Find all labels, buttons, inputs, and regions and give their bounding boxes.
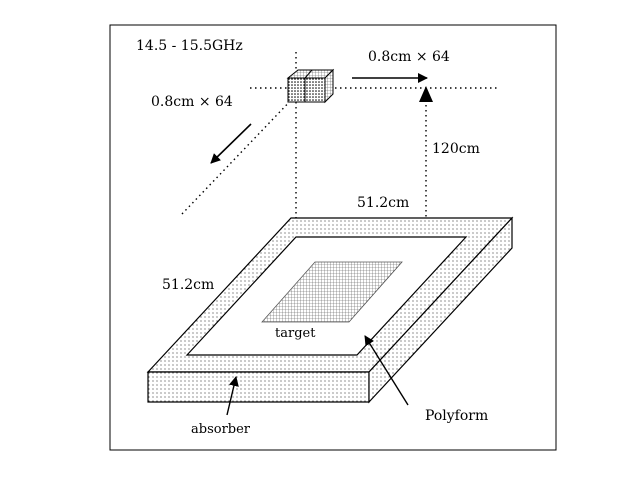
frequency-label: 14.5 - 15.5GHz	[136, 38, 243, 54]
antenna-horn-icon	[286, 68, 335, 104]
target-label: target	[275, 326, 316, 341]
scan-y-label: 0.8cm × 64	[151, 94, 233, 110]
width-label-top: 51.2cm	[357, 195, 409, 211]
scan-y-arrow	[210, 123, 252, 164]
width-label-side: 51.2cm	[162, 277, 214, 293]
target-plate	[261, 261, 403, 323]
absorber-label: absorber	[191, 422, 251, 437]
height-label: 120cm	[432, 141, 480, 157]
absorber-pointer-arrow	[226, 376, 239, 416]
scan-x-label: 0.8cm × 64	[368, 49, 450, 65]
polyform-label: Polyform	[425, 408, 488, 424]
polyform-pointer-arrow	[364, 335, 409, 406]
